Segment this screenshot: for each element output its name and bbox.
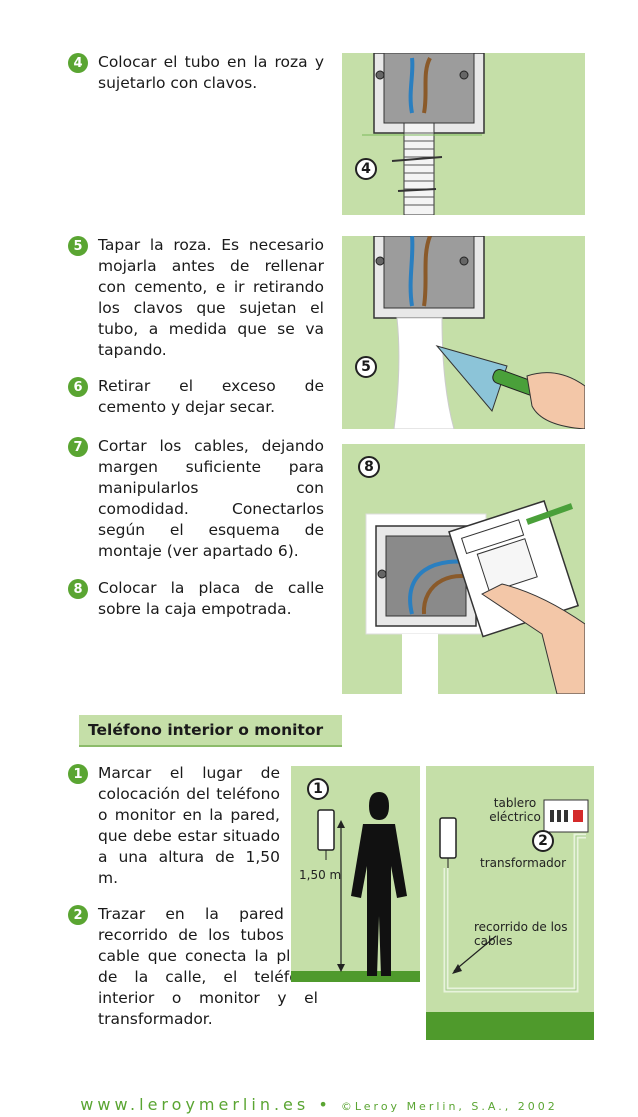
- figure-label: 5: [355, 356, 377, 378]
- figure-label: 8: [358, 456, 380, 478]
- figure-label: 4: [355, 158, 377, 180]
- step-number: 8: [68, 579, 88, 599]
- figure-5-illustration: [373, 236, 585, 429]
- figure-label: 1: [307, 778, 329, 800]
- section-title: Teléfono interior o monitor: [79, 715, 342, 747]
- step-number: 5: [68, 236, 88, 256]
- figure-5-panel: 5: [342, 236, 585, 429]
- step-text: Colocar el tubo en la roza y sujetarlo c…: [98, 53, 324, 92]
- diagram-route-illustration: [426, 799, 594, 1040]
- figure-4-illustration: [362, 53, 485, 215]
- panel-label: tablero eléctrico: [489, 796, 541, 824]
- figure-8-illustration: [365, 500, 585, 694]
- footer-site: www.leroymerlin.es: [80, 1095, 310, 1114]
- figure-4-panel: 4: [342, 53, 585, 215]
- footer-separator: •: [318, 1095, 332, 1114]
- diagram-route-panel: tablero eléctrico 2 transformador recorr…: [426, 766, 594, 1040]
- footer-copyright: ©Leroy Merlin, S.A., 2002: [340, 1100, 558, 1113]
- step-text: Colocar la placa de calle sobre la caja …: [98, 579, 324, 618]
- height-label: 1,50 m: [299, 868, 342, 882]
- step-number: 6: [68, 377, 88, 397]
- step-4: 4 Colocar el tubo en la roza y sujetarlo…: [68, 52, 324, 94]
- figure-label: 2: [532, 830, 554, 852]
- step-number: 7: [68, 437, 88, 457]
- step-number: 2: [68, 905, 88, 925]
- step-5: 5 Tapar la roza. Es necesario mojarla an…: [68, 235, 324, 361]
- figure-8-panel: 8: [342, 444, 585, 694]
- step-6: 6 Retirar el exceso de cemento y dejar s…: [68, 376, 324, 418]
- transformer-label: transformador: [480, 856, 567, 870]
- step-text: Tapar la roza. Es necesario mojarla ante…: [98, 236, 324, 359]
- step-8: 8 Colocar la placa de calle sobre la caj…: [68, 578, 324, 620]
- diagram-height-illustration: [291, 792, 420, 982]
- step-text: Cortar los cables, dejando margen sufici…: [98, 437, 324, 560]
- step-number: 4: [68, 53, 88, 73]
- step-text: Marcar el lugar de colocación del teléfo…: [98, 764, 280, 887]
- route-label: recorrido de los cables: [474, 920, 568, 948]
- step-text: Retirar el exceso de cemento y dejar sec…: [98, 377, 324, 416]
- step-1: 1 Marcar el lugar de colocación del telé…: [68, 763, 280, 889]
- step-text: Trazar en la pared el recorrido de los t…: [98, 905, 318, 1028]
- step-2: 2 Trazar en la pared el recorrido de los…: [68, 904, 318, 1030]
- step-7: 7 Cortar los cables, dejando margen sufi…: [68, 436, 324, 562]
- footer: www.leroymerlin.es • ©Leroy Merlin, S.A.…: [0, 1095, 638, 1114]
- step-number: 1: [68, 764, 88, 784]
- diagram-height-panel: 1 1,50 m: [291, 766, 420, 982]
